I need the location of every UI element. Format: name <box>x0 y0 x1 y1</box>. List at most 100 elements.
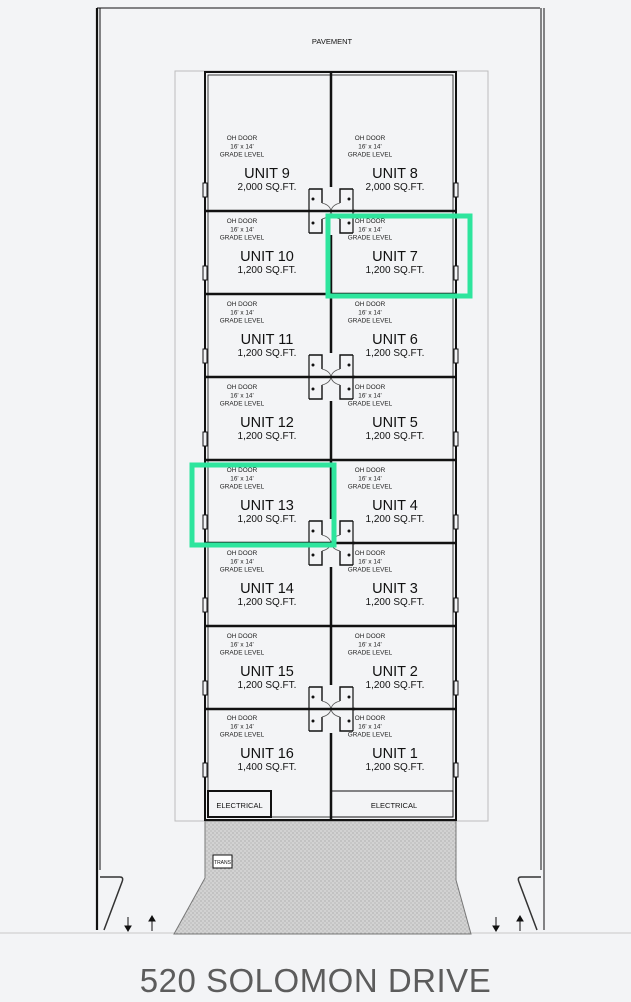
door-spec-text: OH DOOR <box>227 467 258 474</box>
door-spec-text: OH DOOR <box>227 715 258 722</box>
unit-area: 1,200 SQ.FT. <box>238 431 297 442</box>
door-spec-text: 16' x 14' <box>230 392 253 399</box>
unit-name: UNIT 1 <box>372 746 418 762</box>
overhead-door <box>453 182 459 198</box>
door-spec-text: GRADE LEVEL <box>220 650 265 657</box>
overhead-door <box>453 762 459 778</box>
unit-area: 1,200 SQ.FT. <box>366 514 425 525</box>
door-spec-text: GRADE LEVEL <box>348 567 393 574</box>
unit-highlights <box>189 213 473 548</box>
unit-area: 1,200 SQ.FT. <box>366 597 425 608</box>
pavement-label: PAVEMENT <box>312 37 353 46</box>
unit-name: UNIT 11 <box>241 332 294 348</box>
unit-name: UNIT 9 <box>244 166 290 182</box>
door-spec-text: 16' x 14' <box>230 641 253 648</box>
door-spec-text: 16' x 14' <box>358 475 381 482</box>
door-spec-text: 16' x 14' <box>230 558 253 565</box>
rear-door-vestibule <box>307 353 355 401</box>
overhead-doors <box>202 182 459 778</box>
transformer-label: TRANS <box>214 860 232 866</box>
highlight-unit-7 <box>325 213 473 299</box>
overhead-door <box>202 182 208 198</box>
door-spec-text: OH DOOR <box>355 301 386 308</box>
door-spec-text: OH DOOR <box>227 633 258 640</box>
overhead-door <box>453 431 459 447</box>
electrical-room-left <box>207 790 272 818</box>
unit-name: UNIT 10 <box>240 249 294 265</box>
unit-area: 1,400 SQ.FT. <box>238 762 297 773</box>
unit-name: UNIT 14 <box>240 581 294 597</box>
site-boundary <box>0 7 631 934</box>
unit-area: 1,200 SQ.FT. <box>238 265 297 276</box>
door-spec-text: OH DOOR <box>355 715 386 722</box>
rear-door-vestibule <box>307 685 355 733</box>
door-spec-text: OH DOOR <box>227 218 258 225</box>
overhead-door <box>202 680 208 696</box>
door-spec-text: OH DOOR <box>227 301 258 308</box>
unit-name: UNIT 16 <box>240 746 294 762</box>
door-spec-text: GRADE LEVEL <box>220 235 265 242</box>
overhead-door <box>202 514 208 530</box>
door-spec-text: OH DOOR <box>355 384 386 391</box>
unit-name: UNIT 13 <box>240 498 294 514</box>
door-spec-text: 16' x 14' <box>358 641 381 648</box>
overhead-door <box>202 431 208 447</box>
unit-area: 2,000 SQ.FT. <box>366 182 425 193</box>
door-spec-text: GRADE LEVEL <box>348 732 393 739</box>
gravel-driveway <box>173 820 472 935</box>
unit-area: 1,200 SQ.FT. <box>366 680 425 691</box>
electrical-label-right: ELECTRICAL <box>371 801 417 810</box>
overhead-door <box>202 597 208 613</box>
unit-name: UNIT 6 <box>372 332 418 348</box>
unit-name: UNIT 8 <box>372 166 418 182</box>
door-spec-text: GRADE LEVEL <box>220 152 265 159</box>
unit-area: 1,200 SQ.FT. <box>238 514 297 525</box>
unit-name: UNIT 4 <box>372 498 418 514</box>
door-spec-text: 16' x 14' <box>358 723 381 730</box>
door-spec-text: 16' x 14' <box>358 226 381 233</box>
door-spec-text: OH DOOR <box>355 135 386 142</box>
unit-area: 2,000 SQ.FT. <box>238 182 297 193</box>
unit-name: UNIT 7 <box>372 249 418 265</box>
door-spec-text: 16' x 14' <box>230 143 253 150</box>
door-spec-text: GRADE LEVEL <box>220 401 265 408</box>
overhead-door <box>202 265 208 281</box>
door-spec-text: GRADE LEVEL <box>220 567 265 574</box>
overhead-door <box>453 597 459 613</box>
overhead-door <box>453 514 459 530</box>
door-spec-text: 16' x 14' <box>230 475 253 482</box>
door-spec-text: GRADE LEVEL <box>348 401 393 408</box>
overhead-door <box>453 680 459 696</box>
unit-name: UNIT 2 <box>372 664 418 680</box>
unit-area: 1,200 SQ.FT. <box>238 597 297 608</box>
overhead-door <box>202 762 208 778</box>
electrical-room-right <box>330 790 454 818</box>
rear-corridors <box>307 187 355 733</box>
door-spec-text: GRADE LEVEL <box>348 484 393 491</box>
unit-area: 1,200 SQ.FT. <box>366 265 425 276</box>
door-spec-text: 16' x 14' <box>358 558 381 565</box>
unit-name: UNIT 15 <box>240 664 294 680</box>
overhead-door <box>453 348 459 364</box>
door-spec-text: OH DOOR <box>355 218 386 225</box>
unit-area: 1,200 SQ.FT. <box>366 762 425 773</box>
electrical-label-left: ELECTRICAL <box>216 801 262 810</box>
door-spec-text: OH DOOR <box>227 550 258 557</box>
door-spec-text: OH DOOR <box>355 633 386 640</box>
door-spec-text: 16' x 14' <box>230 723 253 730</box>
door-spec-text: 16' x 14' <box>230 226 253 233</box>
